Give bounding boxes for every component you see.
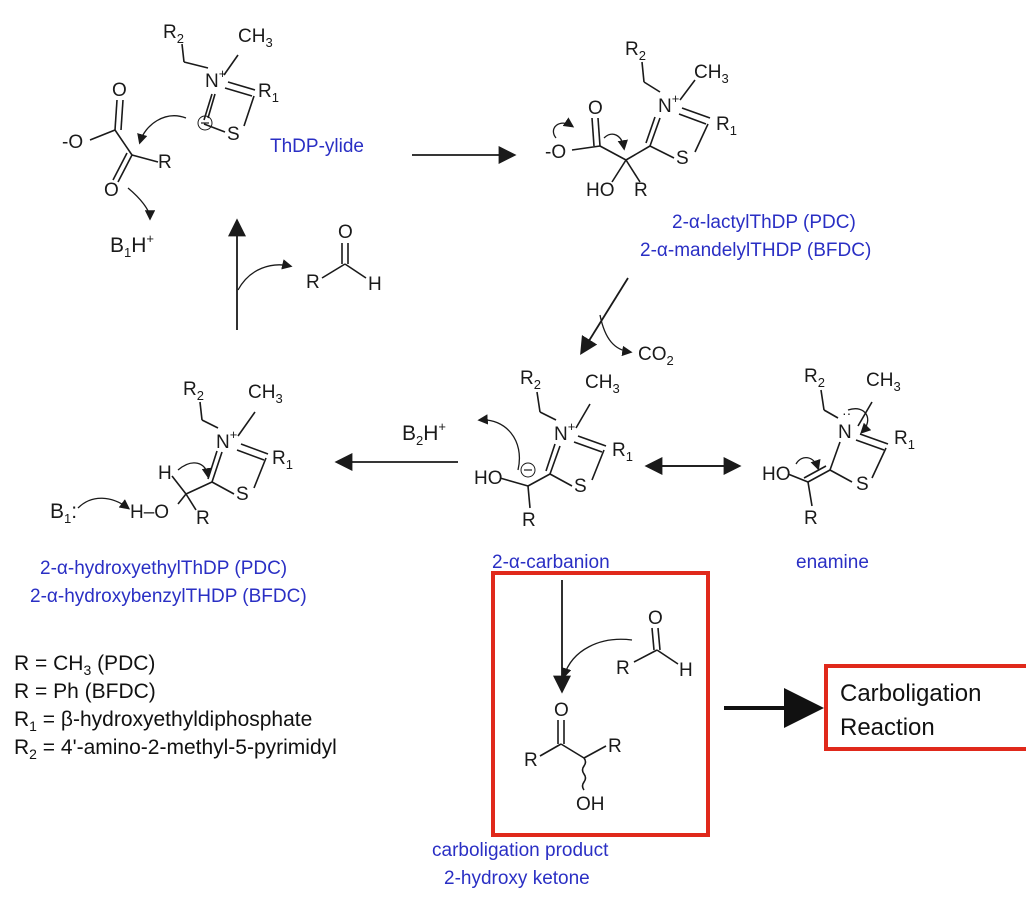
svg-text:OH: OH [576,794,605,815]
svg-text:S: S [227,124,240,145]
svg-text:HO: HO [474,468,503,489]
svg-text:N+: N+ [658,91,679,117]
svg-text:R2: R2 [625,39,646,63]
svg-text:-O: -O [62,132,83,153]
highlight-box-product [491,571,710,837]
co2-label: CO2 [638,344,674,368]
svg-text:··: ·· [842,405,851,421]
svg-text:H: H [158,463,172,484]
legend-line-2: R = Ph (BFDC) [14,680,156,703]
label-hydroxyethyl: 2-α-hydroxyethylThDP (PDC) [40,558,287,579]
structure-enamine: R2 N ·· CH3 R1 S HO R [762,366,915,529]
callout-box [824,664,1026,751]
svg-text:N+: N+ [205,66,226,92]
svg-text:S: S [236,484,249,505]
svg-text:HO: HO [762,464,791,485]
svg-text:O: O [554,700,569,721]
label-lactyl: 2-α-lactylThDP (PDC) [672,212,856,233]
svg-text:B1:: B1: [50,500,77,526]
arrow-decarboxylation [580,277,629,356]
svg-text:R1: R1 [258,81,279,105]
svg-text:O: O [588,98,603,119]
svg-text:R: R [634,180,648,201]
svg-text:CH3: CH3 [238,26,273,50]
label-product-1: carboligation product [432,840,609,861]
svg-text:R: R [616,658,630,679]
svg-text:S: S [574,476,587,497]
svg-text:H: H [368,274,382,295]
structure-ylide: R2 N+ CH3 R1 S -O O R O B1H+ [62,22,279,260]
structure-aldehyde-released: O R H [306,222,382,295]
svg-text:R1: R1 [612,440,633,464]
svg-text:R2: R2 [183,379,204,403]
svg-text:N: N [838,422,852,443]
svg-text:O: O [104,180,119,201]
svg-text:R1: R1 [894,428,915,452]
svg-text:R: R [608,736,622,757]
svg-text:N+: N+ [554,419,575,445]
svg-text:CH3: CH3 [866,370,901,394]
label-product-2: 2-hydroxy ketone [444,868,590,889]
svg-text:R2: R2 [520,368,541,392]
svg-text:CH3: CH3 [248,382,283,406]
svg-text:S: S [676,148,689,169]
svg-text:S: S [856,474,869,495]
svg-text:O: O [338,222,353,243]
label-carbanion: 2-α-carbanion [492,552,610,573]
svg-text:R: R [306,272,320,293]
svg-text:O: O [112,80,127,101]
svg-text:H: H [679,660,693,681]
structure-aldehyde-added: O R H [616,608,693,681]
label-hydroxybenzyl: 2-α-hydroxybenzylTHDP (BFDC) [30,586,307,607]
structure-lactyl: R2 N+ CH3 R1 S O -O HO R [545,39,737,201]
structure-carbanion: R2 N+ CH3 R1 S HO R [474,368,633,531]
svg-text:N+: N+ [216,427,237,453]
label-mandelyl: 2-α-mandelylTHDP (BFDC) [640,240,871,261]
svg-text:R: R [196,508,210,529]
svg-text:R1: R1 [716,114,737,138]
svg-text:HO: HO [586,180,615,201]
svg-text:R: R [522,510,536,531]
structure-hydroxyethyl: R2 N+ CH3 R1 S H H–O R B1: [50,379,293,529]
svg-text:-O: -O [545,142,566,163]
structure-hydroxy-ketone: O R R OH [524,700,622,815]
svg-text:R: R [804,508,818,529]
svg-text:B2H+: B2H+ [402,419,446,448]
svg-text:H–O: H–O [130,502,169,523]
callout-line-1: Carboligation [840,680,981,707]
svg-text:R: R [524,750,538,771]
svg-text:R2: R2 [163,22,184,46]
legend-line-1: R = CH3 (PDC) [14,652,155,678]
svg-text:CH3: CH3 [694,62,729,86]
legend: R = CH3 (PDC) R = Ph (BFDC) R1 = β-hydro… [14,652,337,762]
svg-text:R: R [158,152,172,173]
callout-line-2: Reaction [840,714,935,741]
legend-line-4: R2 = 4'-amino-2-methyl-5-pyrimidyl [14,736,337,762]
svg-text:O: O [648,608,663,629]
label-ylide: ThDP-ylide [270,136,364,157]
svg-text:CH3: CH3 [585,372,620,396]
svg-text:B1H+: B1H+ [110,231,154,260]
svg-text:R1: R1 [272,448,293,472]
label-enamine: enamine [796,552,869,573]
legend-line-3: R1 = β-hydroxyethyldiphosphate [14,708,312,734]
svg-text:R2: R2 [804,366,825,390]
